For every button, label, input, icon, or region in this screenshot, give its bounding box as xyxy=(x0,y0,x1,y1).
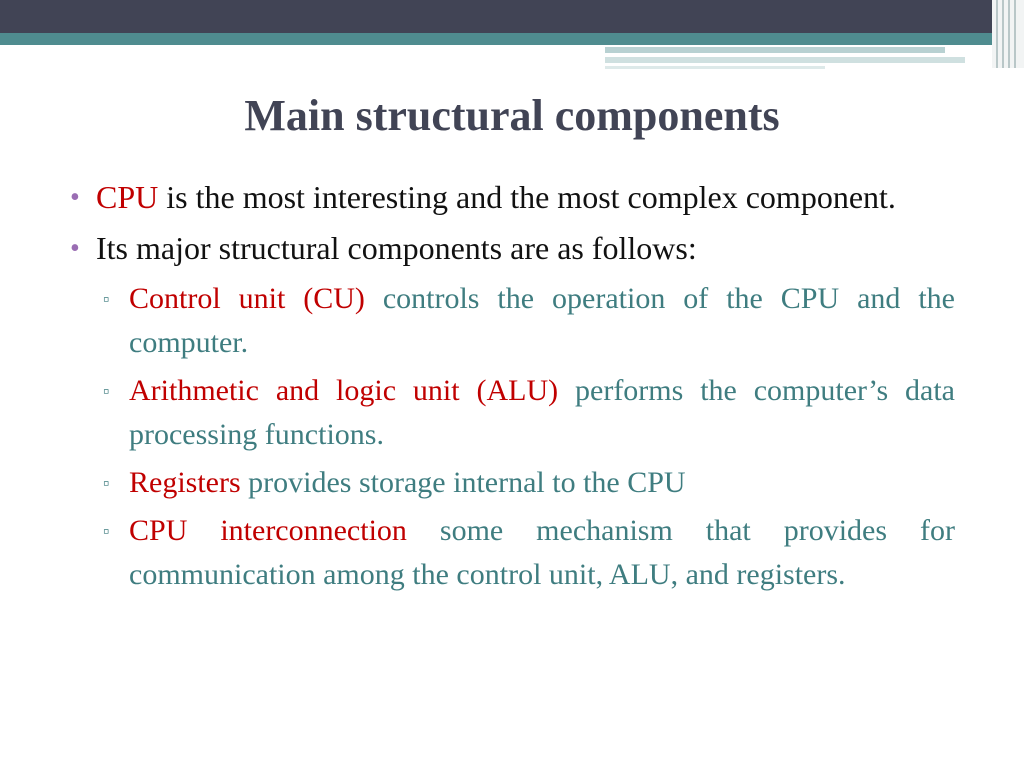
sub-bullet-text: some mechanism that provides for communi… xyxy=(129,514,955,591)
bullet-major-components: • Its major structural components are as… xyxy=(70,226,955,271)
sub-bullet-highlight: Registers xyxy=(129,466,241,499)
bullet-cpu: • CPU is the most interesting and the mo… xyxy=(70,175,955,220)
sub-bullet-text: provides storage internal to the CPU xyxy=(240,466,686,499)
bullet-dot-icon: • xyxy=(70,182,80,213)
accent-stripe-faint xyxy=(605,66,825,69)
sub-bullet-square-icon: ▫ xyxy=(103,521,110,541)
bullet-highlight: CPU xyxy=(96,179,159,215)
accent-stripe xyxy=(0,33,1024,45)
bullet-dot-icon: • xyxy=(70,233,80,264)
sub-bullet-registers: ▫ Registers provides storage internal to… xyxy=(103,461,955,505)
accent-stripe-lighter xyxy=(605,57,965,63)
slide-content: • CPU is the most interesting and the mo… xyxy=(70,175,955,601)
sub-bullet-text: performs the computer’s data processing … xyxy=(129,374,955,451)
sub-bullet-square-icon: ▫ xyxy=(103,289,110,309)
sub-bullet-highlight: Control unit (CU) xyxy=(129,282,365,315)
sub-bullet-control-unit: ▫ Control unit (CU) controls the operati… xyxy=(103,277,955,365)
header-bar xyxy=(0,0,1024,33)
corner-decoration xyxy=(992,0,1024,68)
bullet-text: is the most interesting and the most com… xyxy=(158,179,896,215)
sub-bullet-square-icon: ▫ xyxy=(103,473,110,493)
sub-bullet-highlight: CPU interconnection xyxy=(129,514,407,547)
sub-bullet-square-icon: ▫ xyxy=(103,381,110,401)
accent-stripe-light xyxy=(605,47,945,53)
sub-bullet-alu: ▫ Arithmetic and logic unit (ALU) perfor… xyxy=(103,369,955,457)
bullet-text: Its major structural components are as f… xyxy=(96,230,697,266)
sub-bullet-cpu-interconnection: ▫ CPU interconnection some mechanism tha… xyxy=(103,509,955,597)
slide-title: Main structural components xyxy=(244,91,780,140)
sub-bullet-text: controls the operation of the CPU and th… xyxy=(129,282,955,359)
sub-bullet-highlight: Arithmetic and logic unit (ALU) xyxy=(129,374,559,407)
